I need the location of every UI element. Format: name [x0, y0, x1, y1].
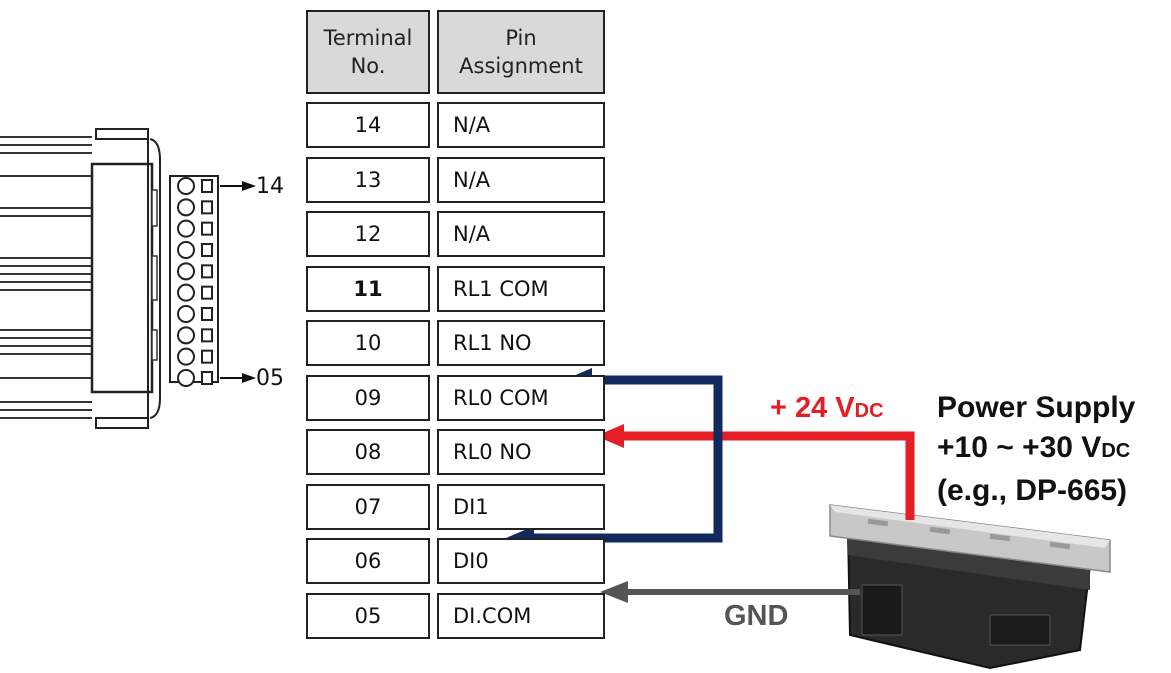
terminal-slot	[201, 179, 213, 193]
terminal-cell: 14	[306, 102, 430, 148]
pin-cell: RL1 COM	[437, 265, 605, 312]
terminal-pins	[177, 177, 213, 387]
header-pin-line1: Pin	[505, 26, 537, 50]
terminal-cell: 13	[306, 156, 430, 203]
pin-cell: N/A	[437, 156, 605, 203]
terminal-screw	[177, 241, 195, 259]
terminal-screw	[177, 347, 195, 366]
terminal-cell: 05	[306, 592, 430, 639]
terminal-cell: 07	[306, 483, 430, 530]
terminal-screw	[177, 326, 195, 345]
power-supply-label: Power Supply +10 ~ +30 VDC (e.g., DP-665…	[937, 388, 1135, 511]
ground-wire	[600, 581, 860, 603]
terminal-screw	[177, 198, 195, 217]
power-supply-device	[829, 504, 1111, 670]
pin-arrow-14	[220, 181, 256, 191]
terminal-slot	[201, 285, 213, 300]
voltage-prefix: + 24 V	[770, 392, 855, 424]
terminal-slot	[201, 200, 213, 215]
terminal-cell: 12	[306, 211, 430, 257]
pin-cell: N/A	[437, 211, 605, 257]
terminal-cell: 09	[306, 374, 430, 421]
terminal-screw	[177, 283, 195, 302]
pin-cell: RL0 COM	[437, 374, 605, 421]
terminal-screw	[177, 262, 195, 281]
terminal-screw	[177, 369, 195, 387]
power-supply-range-prefix: +10 ~ +30 V	[937, 431, 1102, 464]
pin-cell: DI1	[437, 483, 605, 530]
terminal-screw	[177, 177, 195, 195]
header-pin-line2: Assignment	[459, 54, 583, 78]
header-terminal-line1: Terminal	[323, 26, 413, 50]
pin-cell: N/A	[437, 102, 605, 148]
terminal-cell: 06	[306, 538, 430, 584]
pin-cell: RL1 NO	[437, 320, 605, 366]
terminal-slot	[201, 371, 213, 385]
connector-module	[0, 128, 219, 429]
terminal-slot	[201, 328, 213, 343]
pin-cell: RL0 NO	[437, 429, 605, 475]
terminal-slot	[201, 243, 213, 257]
terminal-screw	[177, 305, 195, 323]
power-supply-example: (e.g., DP-665)	[937, 474, 1128, 507]
header-terminal-no: Terminal No.	[306, 10, 430, 94]
pin-cell: DI.COM	[437, 592, 605, 639]
terminal-slot	[201, 264, 213, 279]
voltage-sub: DC	[854, 400, 884, 422]
terminal-screw	[177, 219, 195, 238]
pin-arrow-05	[220, 373, 256, 383]
terminal-cell: 11	[306, 265, 430, 312]
power-supply-range-sub: DC	[1101, 440, 1131, 462]
header-pin-assignment: Pin Assignment	[437, 10, 605, 94]
terminal-cell: 10	[306, 320, 430, 366]
voltage-label: + 24 VDC	[770, 392, 884, 425]
pin-cell: DI0	[437, 538, 605, 584]
gnd-label: GND	[724, 600, 789, 632]
power-supply-title: Power Supply	[937, 391, 1136, 424]
terminal-slot	[201, 221, 213, 236]
power-supply-range: +10 ~ +30 VDC	[937, 428, 1135, 471]
pin-label-14: 14	[256, 174, 284, 199]
terminal-slot	[201, 349, 213, 364]
terminal-cell: 08	[306, 429, 430, 475]
header-terminal-line2: No.	[350, 54, 386, 78]
positive-wire	[596, 424, 915, 520]
pin-label-05: 05	[256, 366, 284, 391]
terminal-slot	[201, 307, 213, 321]
